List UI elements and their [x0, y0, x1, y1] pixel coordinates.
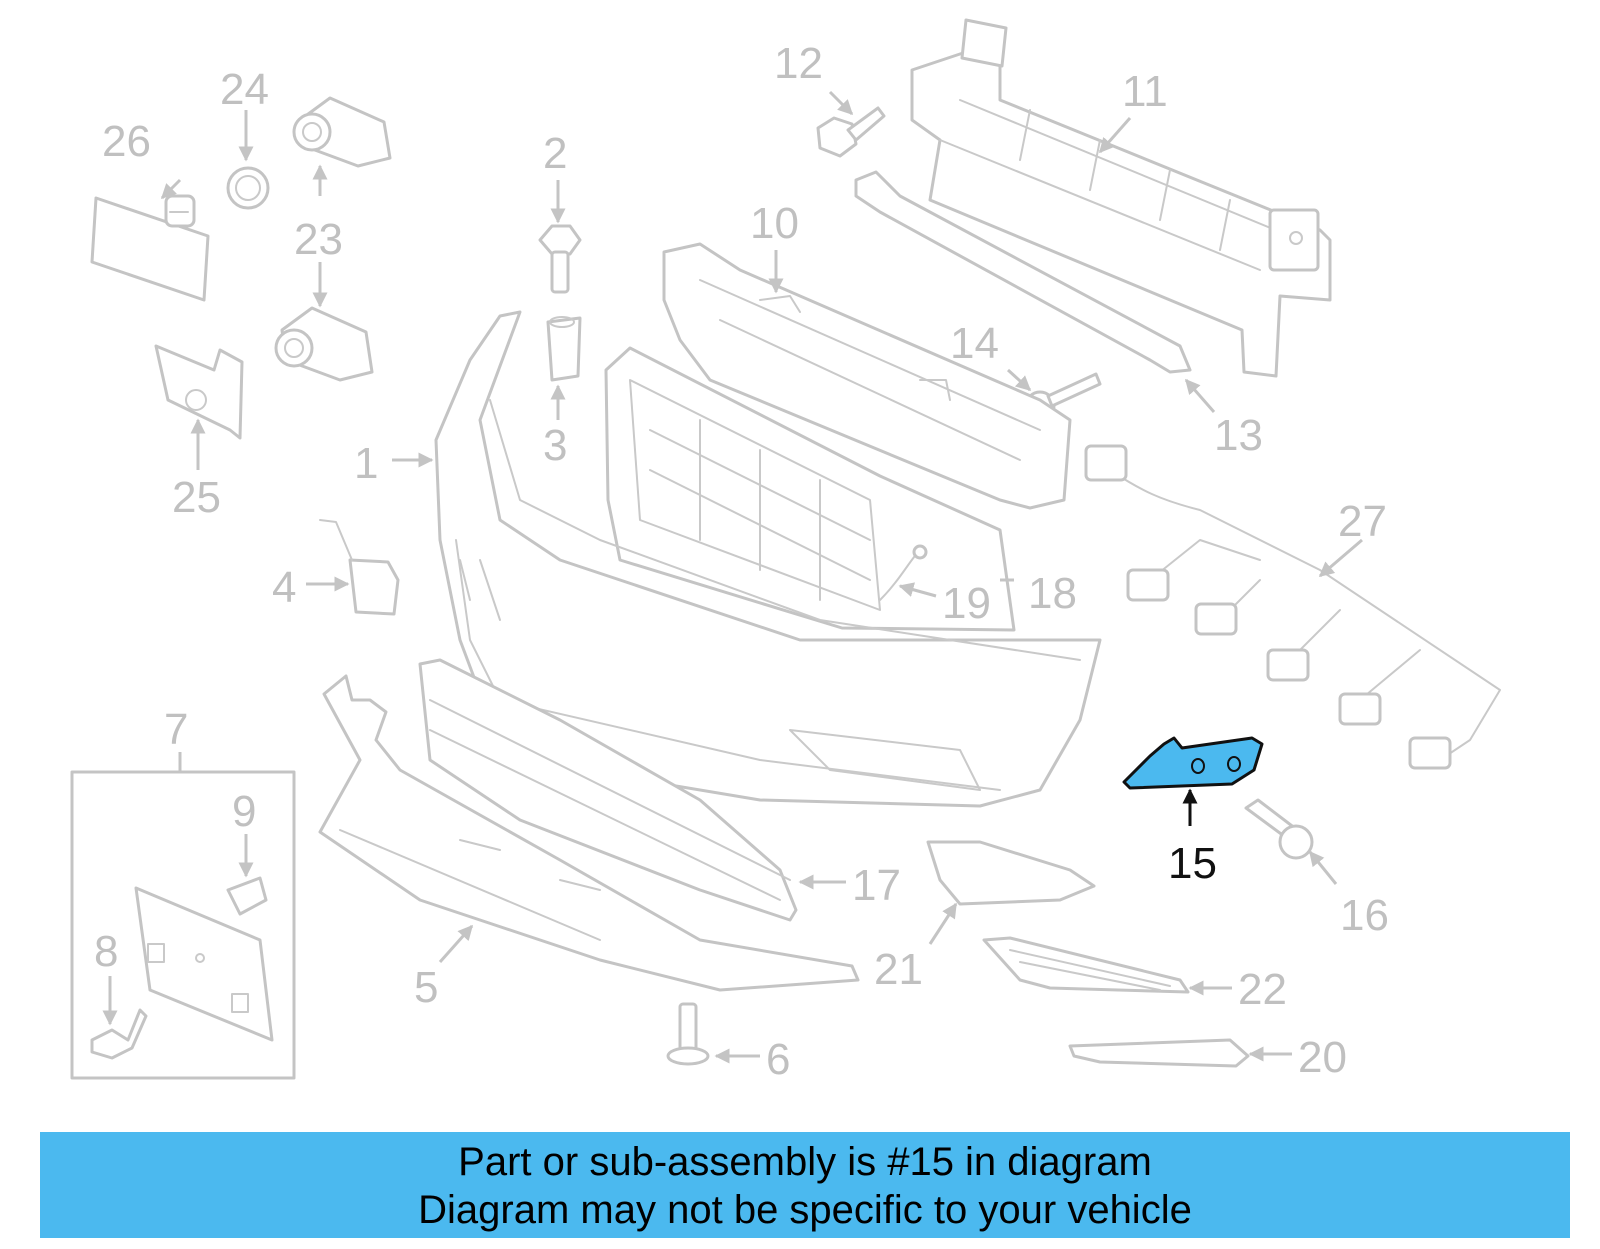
caption-banner: Part or sub-assembly is #15 in diagram D… — [40, 1132, 1570, 1238]
part-7-assembly-box — [70, 752, 296, 1080]
callout-26: 26 — [102, 117, 151, 166]
callout-14: 14 — [950, 319, 999, 368]
callout-1: 1 — [354, 439, 378, 488]
callout-3: 3 — [543, 421, 567, 470]
part-15-highlighted-bracket[interactable] — [1122, 736, 1264, 790]
part-23-sensor-upper[interactable] — [292, 96, 392, 168]
callout-13: 13 — [1214, 411, 1263, 460]
part-6-push-pin[interactable] — [666, 1002, 710, 1066]
part-20-strip[interactable] — [1068, 1038, 1250, 1068]
part-5-lower-spoiler[interactable] — [318, 674, 860, 992]
part-26-bracket[interactable] — [90, 194, 210, 302]
part-23-sensor-lower[interactable] — [274, 306, 374, 382]
callout-22: 22 — [1238, 965, 1287, 1014]
license-plate-bracket[interactable] — [134, 886, 274, 1042]
callout-18: 18 — [1028, 569, 1077, 618]
part-12-bolt[interactable] — [816, 106, 886, 158]
callout-2: 2 — [543, 129, 567, 178]
part-17-lower-grille[interactable] — [418, 658, 798, 922]
part-24-clip[interactable] — [226, 166, 270, 210]
callout-7: 7 — [164, 705, 188, 754]
caption-line-1: Part or sub-assembly is #15 in diagram — [458, 1140, 1152, 1184]
callout-12: 12 — [774, 39, 823, 88]
callout-19: 19 — [942, 579, 991, 628]
part-13-absorber-strip[interactable] — [854, 170, 1192, 374]
part-9-clip[interactable] — [226, 876, 268, 916]
callout-4: 4 — [272, 563, 296, 612]
part-25-sensor-bracket[interactable] — [154, 344, 244, 440]
callout-numbers: 1 2 3 4 5 6 7 8 9 10 11 12 13 14 15 16 1… — [94, 39, 1389, 1084]
callout-8: 8 — [94, 927, 118, 976]
part-21-bracket[interactable] — [926, 840, 1096, 906]
callout-27: 27 — [1338, 497, 1387, 546]
part-3-nut[interactable] — [546, 316, 582, 382]
part-19-wire[interactable] — [879, 544, 928, 601]
part-8-screw[interactable] — [90, 1008, 148, 1060]
callout-25: 25 — [172, 473, 221, 522]
callout-5: 5 — [414, 963, 438, 1012]
callout-23: 23 — [294, 215, 343, 264]
callout-15: 15 — [1168, 839, 1217, 888]
callout-16: 16 — [1340, 891, 1389, 940]
part-11-reinforcement-beam[interactable] — [910, 18, 1332, 378]
callout-24: 24 — [220, 65, 269, 114]
part-16-bolt[interactable] — [1244, 798, 1314, 860]
part-4-sensor-holder[interactable] — [319, 519, 400, 616]
part-2-bolt[interactable] — [538, 224, 582, 294]
part-27-wiring-harness[interactable] — [1084, 444, 1501, 770]
callout-10: 10 — [750, 199, 799, 248]
callout-21: 21 — [874, 945, 923, 994]
callout-9: 9 — [232, 787, 256, 836]
leader-lines — [102, 90, 1363, 1064]
part-1-bumper-cover[interactable] — [434, 310, 1102, 808]
callout-6: 6 — [766, 1035, 790, 1084]
callout-20: 20 — [1298, 1033, 1347, 1082]
callout-17: 17 — [852, 861, 901, 910]
part-10-upper-support[interactable] — [662, 242, 1072, 510]
callout-11: 11 — [1122, 67, 1168, 116]
part-22-trim[interactable] — [982, 936, 1190, 994]
caption-line-2: Diagram may not be specific to your vehi… — [418, 1188, 1192, 1232]
